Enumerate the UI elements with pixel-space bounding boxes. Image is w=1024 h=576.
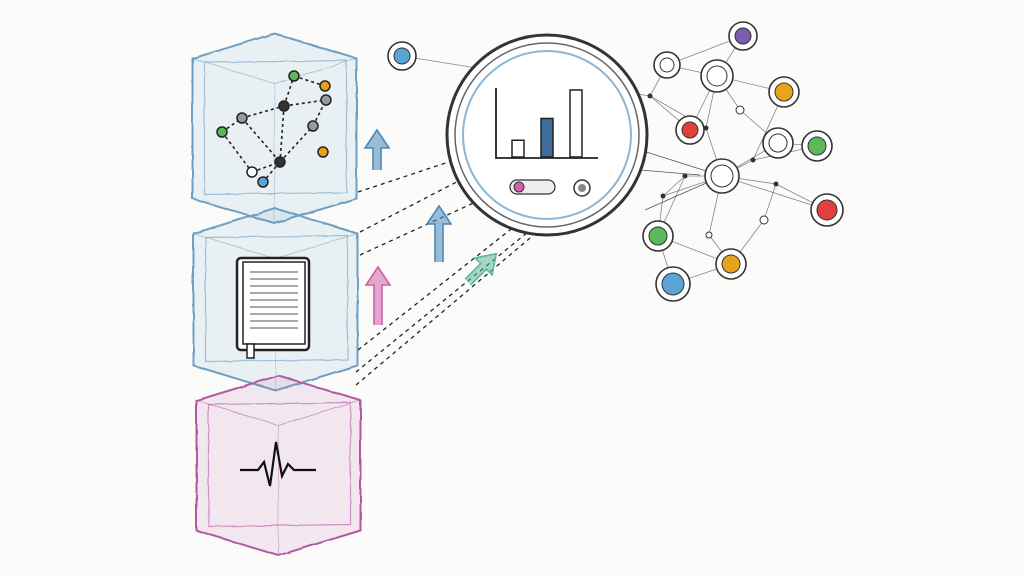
network-node: [774, 82, 794, 102]
arrow-up-blue-2: [425, 204, 453, 262]
cube-top-inner-face: [203, 59, 347, 195]
network-node: [816, 199, 838, 221]
cube-bottom: [195, 373, 361, 557]
dashed-connector: [355, 237, 531, 386]
bar-chart-bar: [540, 117, 554, 158]
heartbeat-icon: [240, 441, 316, 487]
arrow-up-blue-2-shape: [425, 204, 453, 262]
toggle-switch-icon: [509, 179, 556, 195]
network-edge: [721, 175, 828, 211]
arrow-up-blue-1: [363, 128, 391, 170]
magnifier-ring: [454, 42, 640, 228]
bar-chart-bar: [511, 139, 525, 158]
network-edge: [639, 169, 701, 176]
network-graph-icon: [216, 70, 332, 188]
network-node: [682, 173, 688, 179]
network-node: [648, 226, 668, 246]
network-node: [647, 93, 653, 99]
network-node: [661, 272, 685, 296]
bar-chart-bar: [569, 89, 583, 158]
arrow-diagonal-green-shape: [464, 252, 498, 286]
graph-node: [274, 156, 286, 168]
arrow-up-pink: [364, 265, 392, 325]
dashed-connector: [359, 199, 481, 256]
dashed-connector: [355, 231, 529, 373]
graph-edge: [283, 99, 327, 107]
network-edge: [662, 175, 686, 197]
graph-node: [320, 94, 332, 106]
dashed-connector: [357, 221, 521, 351]
network-node: [660, 193, 666, 199]
network-node: [750, 157, 756, 163]
toggle-knob: [513, 181, 525, 193]
network-node: [768, 133, 788, 153]
graph-node: [246, 166, 258, 178]
arrow-diagonal-green: [464, 252, 498, 286]
network-node: [659, 57, 675, 73]
control-knob-center: [578, 184, 586, 192]
network-node: [735, 105, 745, 115]
graph-node: [257, 176, 269, 188]
network-node: [710, 164, 734, 188]
graph-node: [278, 100, 290, 112]
dashed-connector: [359, 174, 471, 233]
magnifier: [445, 33, 649, 237]
network-node: [681, 121, 699, 139]
book-page: [242, 261, 306, 345]
network-node: [703, 125, 709, 131]
book-ribbon: [246, 343, 255, 359]
graph-edge: [279, 125, 314, 163]
arrow-up-blue-1-shape: [363, 128, 391, 170]
graph-edge: [262, 161, 281, 183]
network-node: [721, 254, 741, 274]
graph-node: [236, 112, 248, 124]
bar-chart-axes: [495, 88, 598, 159]
network-graph: [387, 21, 844, 302]
cube-bottom-inner-face: [207, 401, 351, 527]
book-icon: [235, 256, 311, 359]
network-node: [773, 181, 779, 187]
graph-edge: [221, 131, 253, 173]
graph-node: [288, 70, 300, 82]
graph-node: [307, 120, 319, 132]
network-node: [759, 215, 769, 225]
graph-node: [319, 80, 331, 92]
network-node: [705, 231, 713, 239]
network-node: [807, 136, 827, 156]
graph-node: [216, 126, 228, 138]
arrow-up-pink-shape: [364, 265, 392, 325]
network-node: [734, 27, 752, 45]
network-edge: [763, 183, 777, 221]
cube-top: [191, 31, 357, 225]
graph-node: [317, 146, 329, 158]
graph-edge: [241, 105, 285, 119]
network-node: [706, 65, 728, 87]
cube-middle-inner-face: [204, 234, 348, 362]
graph-edge: [241, 117, 281, 163]
network-node: [393, 47, 411, 65]
